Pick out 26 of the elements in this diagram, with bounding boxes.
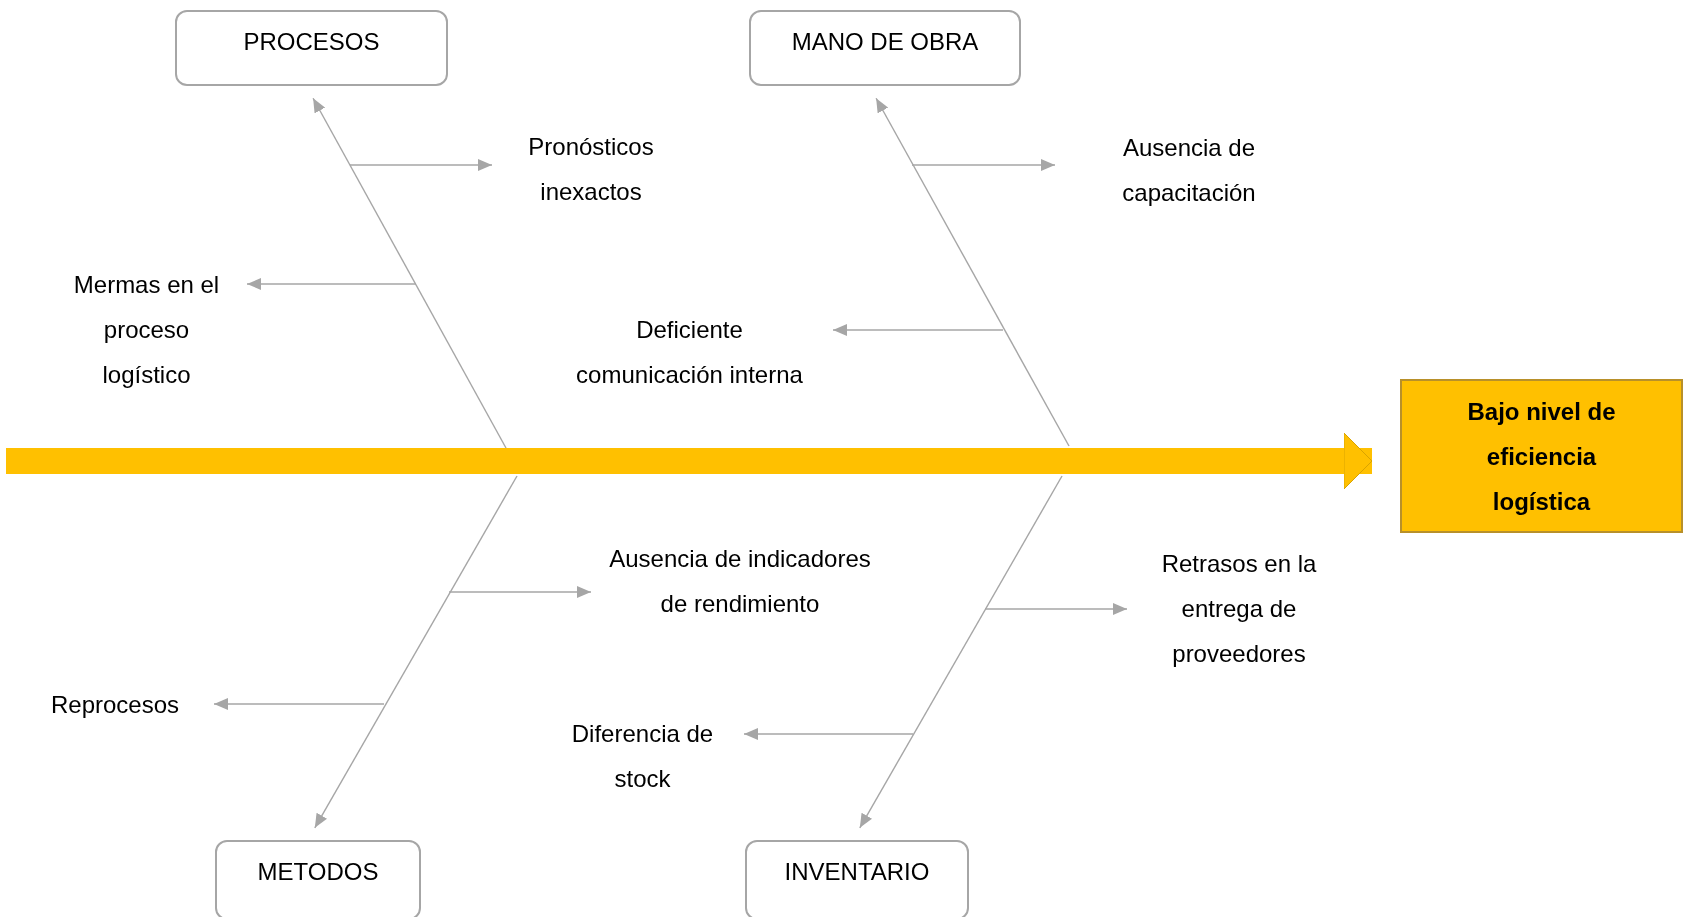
arrow <box>984 603 1128 615</box>
arrow <box>349 159 493 171</box>
cause-text: Pronósticos inexactos <box>506 124 676 214</box>
arrow <box>743 728 914 740</box>
arrow <box>832 324 1004 336</box>
arrow <box>213 698 385 710</box>
arrow <box>911 159 1056 171</box>
arrow <box>859 475 1063 829</box>
cause-text: Mermas en el proceso logístico <box>60 262 233 397</box>
cause-text: Retrasos en la entrega de proveedores <box>1141 541 1337 676</box>
arrow <box>312 97 507 449</box>
spine-arrow <box>6 432 1373 490</box>
arrow <box>314 475 518 829</box>
arrow <box>448 586 592 598</box>
cause-text: Diferencia de stock <box>555 711 730 801</box>
cause-text: Reprocesos <box>30 682 200 727</box>
cause-text: Ausencia de indicadores de rendimiento <box>605 536 875 626</box>
cause-text: Ausencia de capacitación <box>1069 125 1309 215</box>
category-box: METODOS <box>215 840 421 917</box>
arrow <box>246 278 417 290</box>
category-box: PROCESOS <box>175 10 448 86</box>
cause-text: Deficiente comunicación interna <box>560 307 819 397</box>
category-box: MANO DE OBRA <box>749 10 1021 86</box>
arrow <box>875 97 1070 447</box>
effect-box: Bajo nivel de eficiencia logística <box>1400 379 1683 533</box>
category-box: INVENTARIO <box>745 840 969 917</box>
